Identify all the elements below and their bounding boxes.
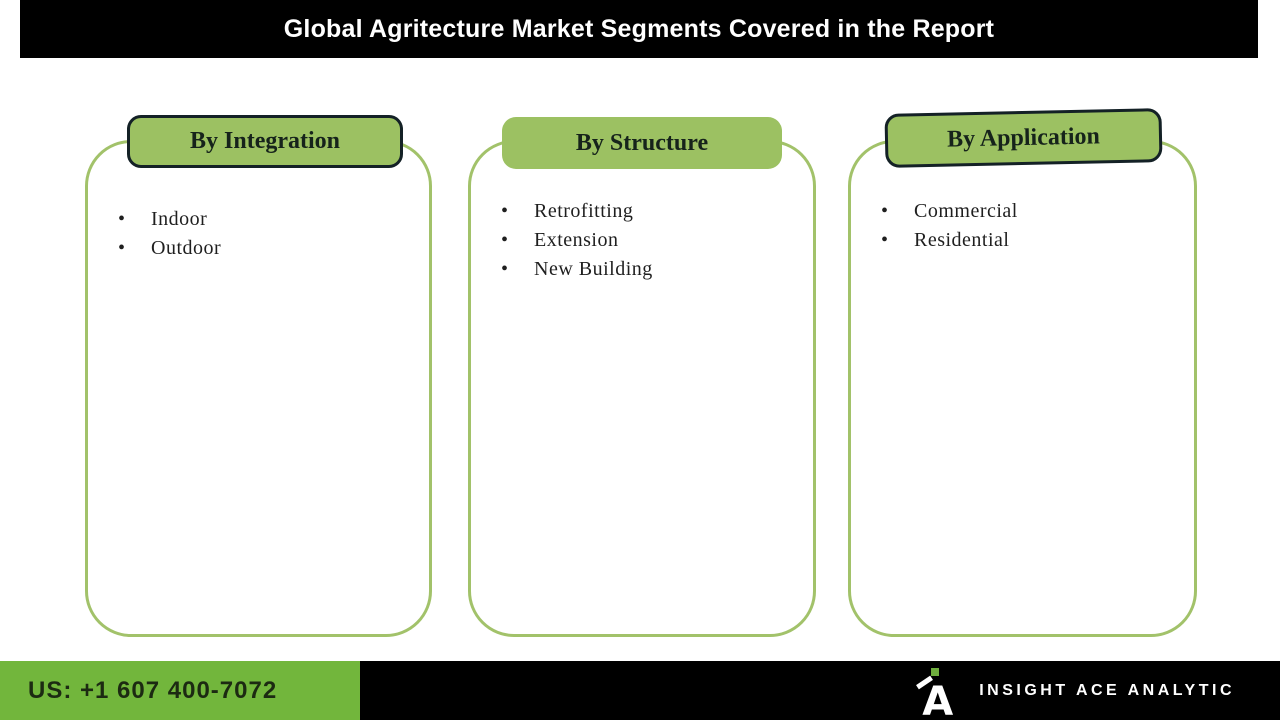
list-item: Residential (851, 226, 1194, 255)
segment-box-integration: Indoor Outdoor (85, 140, 432, 637)
list-item-label: Extension (534, 229, 619, 251)
list-item: Commercial (851, 197, 1194, 226)
segment-header-structure: By Structure (502, 117, 782, 169)
list-item: New Building (471, 255, 813, 284)
list-item: Outdoor (88, 234, 429, 263)
segment-header-application: By Application (884, 108, 1163, 168)
segment-header-label: By Structure (575, 129, 709, 156)
list-item-label: Commercial (914, 200, 1018, 222)
segment-box-application: Commercial Residential (848, 140, 1197, 637)
segment-header-label: By Integration (190, 128, 340, 154)
segment-items-application: Commercial Residential (851, 197, 1194, 255)
segment-header-label: By Application (946, 122, 1101, 153)
list-item-label: Outdoor (151, 237, 222, 259)
list-item: Retrofitting (471, 197, 813, 226)
brand-name: INSIGHT ACE ANALYTIC (979, 681, 1235, 699)
list-item-label: Residential (914, 229, 1010, 251)
list-item-label: New Building (534, 258, 653, 280)
insight-ace-logo-icon: A (915, 664, 961, 722)
page-title: Global Agritecture Market Segments Cover… (283, 14, 995, 43)
footer-brand-block: A INSIGHT ACE ANALYTIC (360, 661, 1280, 722)
logo-letter: A (922, 678, 954, 725)
segment-header-integration: By Integration (127, 115, 403, 168)
list-item: Extension (471, 226, 813, 255)
title-bar: Global Agritecture Market Segments Cover… (20, 0, 1258, 58)
list-item-label: Indoor (151, 208, 208, 230)
segment-box-structure: Retrofitting Extension New Building (468, 140, 816, 637)
footer-phone-block: US: +1 607 400-7072 (0, 661, 360, 720)
segment-items-structure: Retrofitting Extension New Building (471, 197, 813, 284)
logo-green-square-icon (931, 667, 940, 676)
list-item: Indoor (88, 205, 429, 234)
segment-items-integration: Indoor Outdoor (88, 205, 429, 263)
list-item-label: Retrofitting (534, 200, 634, 222)
phone-number: US: +1 607 400-7072 (28, 676, 278, 704)
